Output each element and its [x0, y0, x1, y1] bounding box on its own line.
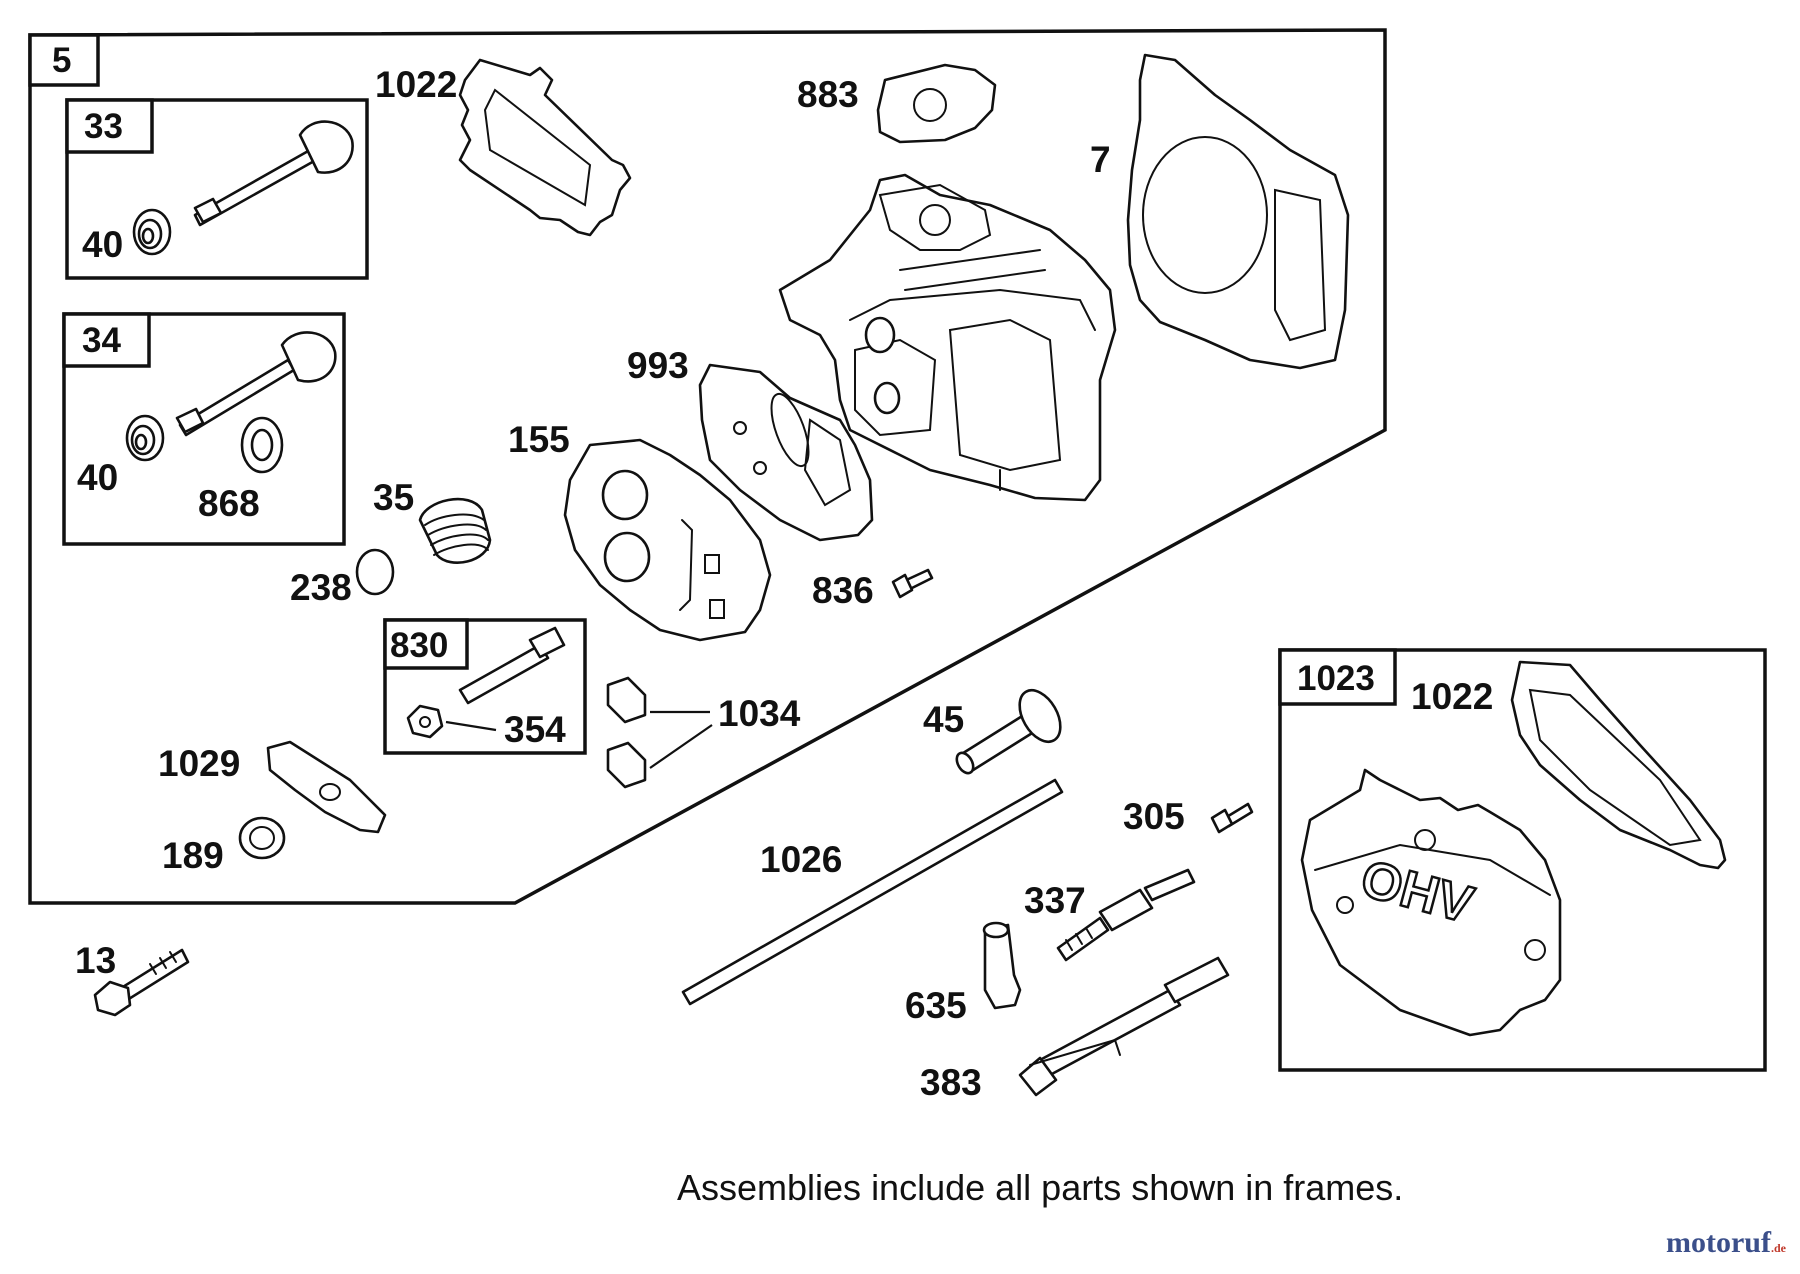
frame-34-label: 34 [82, 321, 121, 360]
callout-155: 155 [508, 419, 570, 460]
tappet-45 [955, 689, 1062, 775]
callout-238: 238 [290, 567, 352, 608]
callout-305: 305 [1123, 796, 1185, 837]
frame-1023-tag [1278, 648, 1397, 706]
valve-34 [175, 331, 337, 437]
retainer-40a [132, 208, 172, 256]
callout-189: 189 [162, 835, 224, 876]
gasket-883 [876, 63, 997, 144]
bolt-13 [93, 948, 190, 1017]
callout-40-b: 40 [77, 457, 118, 498]
frame-intake-valve-34 [62, 312, 346, 546]
frame-5-tag [28, 33, 100, 87]
terminal-635 [982, 921, 1022, 1010]
rocker-cover: OHV [1300, 768, 1562, 1037]
callout-35: 35 [373, 477, 414, 518]
rocker-stud [458, 626, 566, 705]
callout-635: 635 [905, 985, 967, 1026]
callout-337: 337 [1024, 880, 1086, 921]
rocker-nut-189 [238, 816, 286, 860]
valve-spring-35 [418, 497, 492, 564]
spark-plug-wrench-383 [1018, 956, 1230, 1097]
frame-33-tag [65, 98, 154, 154]
spark-plug-337 [1056, 868, 1196, 962]
callout-1029: 1029 [158, 743, 240, 784]
callout-383: 383 [920, 1062, 982, 1103]
callout-13: 13 [75, 940, 116, 981]
frame-5-label: 5 [52, 41, 71, 80]
callout-836: 836 [812, 570, 874, 611]
frame-rocker-cover-1023 [1278, 648, 1767, 1072]
head-gasket-7 [1126, 53, 1350, 370]
callout-1034: 1034 [718, 693, 801, 734]
frame-assembly-5 [28, 28, 1387, 905]
frame-rocker-stud-830 [383, 618, 587, 755]
frame-830-tag [383, 618, 469, 670]
frame-exhaust-valve-33 [65, 98, 369, 280]
cylinder-head [778, 173, 1117, 502]
nut-354 [406, 704, 444, 739]
clip-1034-a [606, 676, 647, 724]
screw-305 [1210, 802, 1254, 834]
rocker-arm-1029 [266, 740, 387, 834]
frame-34-tag [62, 312, 151, 368]
callout-7: 7 [1090, 139, 1111, 180]
gasket-1022-top [458, 58, 632, 237]
valve-seal-868 [240, 416, 284, 474]
callout-354: 354 [504, 709, 566, 750]
watermark-brand: motoruf [1666, 1226, 1771, 1259]
retainer-40b [125, 414, 165, 462]
callout-1022-b: 1022 [1411, 676, 1493, 717]
valve-33 [193, 120, 354, 227]
callout-1022-a: 1022 [375, 64, 457, 105]
callout-883: 883 [797, 74, 859, 115]
clip-1034-b [606, 741, 647, 789]
callout-868: 868 [198, 483, 260, 524]
callout-40-a: 40 [82, 224, 123, 265]
gasket-1022-cover [1510, 660, 1727, 870]
assembly-note: Assemblies include all parts shown in fr… [677, 1167, 1404, 1208]
frame-1023-label: 1023 [1297, 659, 1375, 698]
screw-836 [891, 568, 934, 599]
cap-238 [355, 548, 395, 596]
frame-33-label: 33 [84, 107, 123, 146]
callout-45: 45 [923, 699, 964, 740]
watermark-suffix: .de [1771, 1241, 1786, 1255]
frame-830-label: 830 [390, 626, 448, 665]
watermark-logo: motoruf.de [1666, 1226, 1786, 1260]
push-rod-1026 [681, 778, 1064, 1006]
callout-993: 993 [627, 345, 689, 386]
callout-1026: 1026 [760, 839, 842, 880]
